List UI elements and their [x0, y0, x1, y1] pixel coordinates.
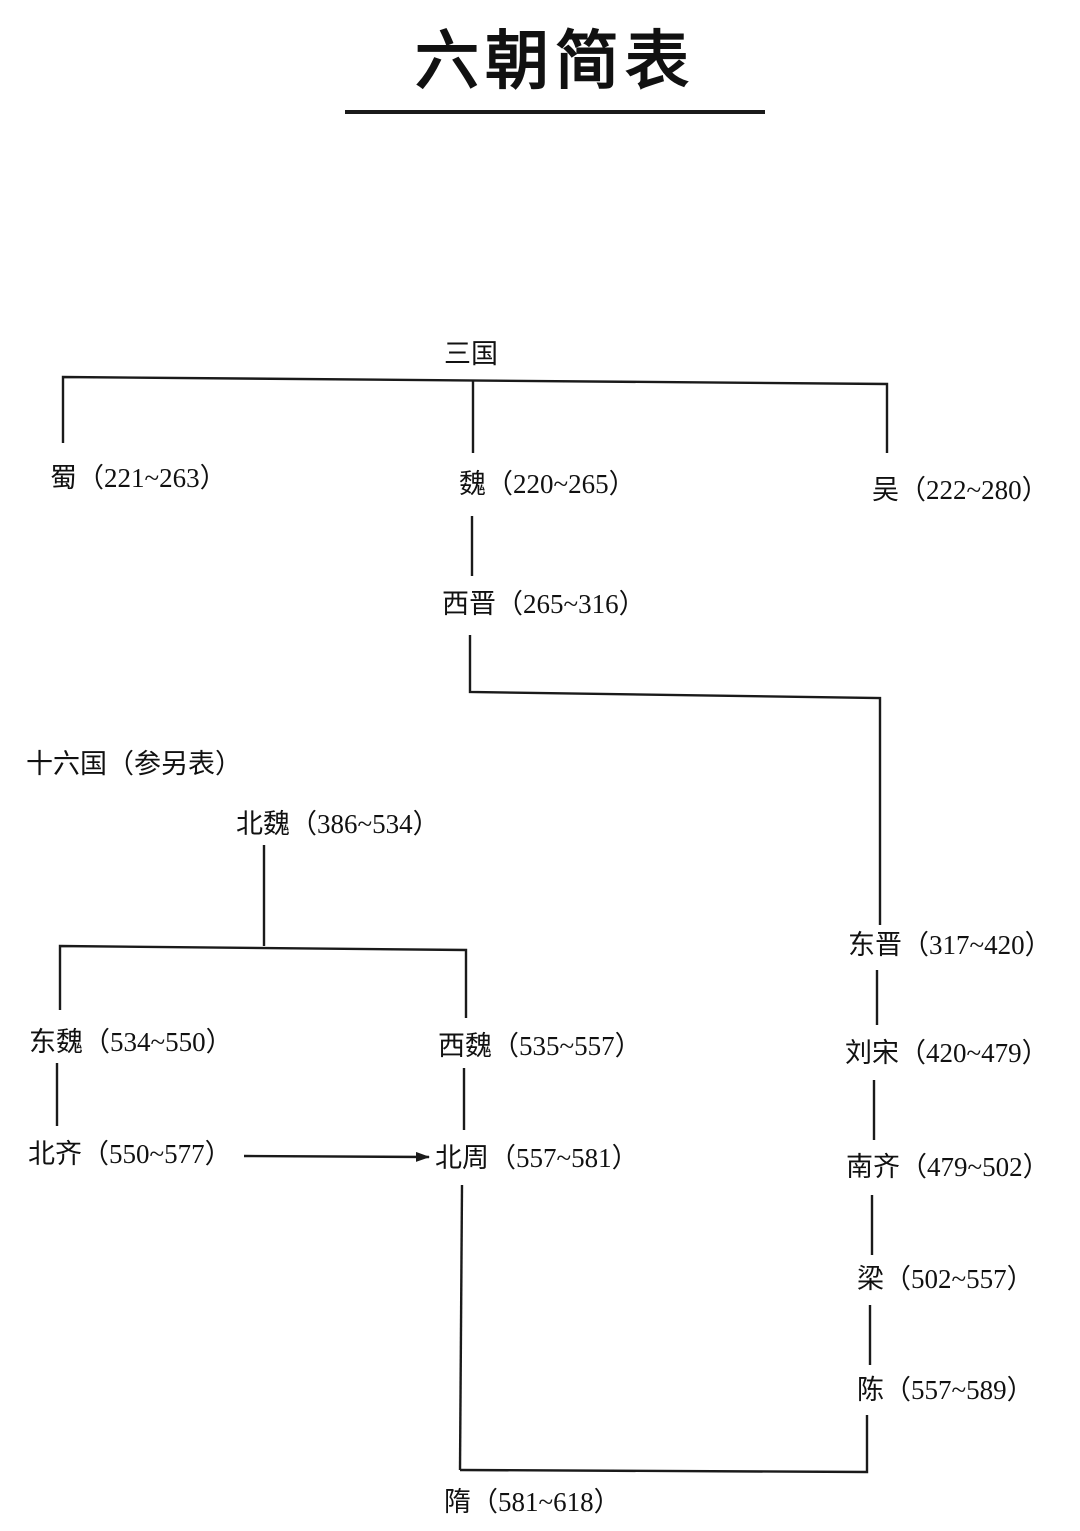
node-wu: 吴（222~280） [872, 473, 1049, 508]
node-wei: 魏（220~265） [459, 467, 636, 502]
line-xijin-dongjin [468, 635, 882, 925]
node-name: 吴 [872, 475, 899, 506]
node-name: 陈 [857, 1375, 884, 1406]
node-beizhou: 北周（557~581） [435, 1141, 639, 1176]
arrow-beiqi-beizhou [243, 1151, 430, 1162]
node-chen: 陈（557~589） [857, 1373, 1034, 1408]
node-years: （535~557） [492, 1031, 642, 1061]
node-xijin: 西晋（265~316） [442, 587, 646, 622]
line-chen-sui [459, 1415, 869, 1474]
title-underline [345, 110, 765, 114]
node-name: 东魏 [29, 1027, 83, 1058]
node-years: （317~420） [902, 930, 1052, 960]
node-name: 魏 [459, 469, 486, 500]
line-beiwei-bracket [58, 944, 468, 1018]
node-liusong: 刘宋（420~479） [845, 1036, 1049, 1071]
node-years: （221~263） [77, 463, 227, 493]
node-name: 北魏 [236, 809, 290, 840]
node-name: 梁 [857, 1264, 884, 1295]
node-name: 十六国 [26, 749, 107, 780]
node-shu: 蜀（221~263） [50, 461, 227, 496]
node-name: 隋 [444, 1487, 471, 1518]
node-sanguo: 三国 [444, 338, 498, 372]
node-name: 刘宋 [845, 1038, 899, 1069]
node-name: 蜀 [50, 463, 77, 494]
line-sanguo-bracket [61, 375, 889, 453]
node-years: （220~265） [486, 469, 636, 499]
node-years: （557~581） [489, 1143, 639, 1173]
node-years: （479~502） [900, 1152, 1050, 1182]
node-name: 南齐 [846, 1152, 900, 1183]
node-beiwei: 北魏（386~534） [236, 807, 440, 842]
node-name: 西魏 [438, 1031, 492, 1062]
node-years: （420~479） [899, 1038, 1049, 1068]
node-years: （534~550） [83, 1027, 233, 1057]
node-years: （557~589） [884, 1375, 1034, 1405]
node-years: （502~557） [884, 1264, 1034, 1294]
node-years: （386~534） [290, 809, 440, 839]
node-name: 东晋 [848, 930, 902, 961]
node-dongjin: 东晋（317~420） [848, 928, 1052, 963]
node-dongwei: 东魏（534~550） [29, 1025, 233, 1060]
node-years: （550~577） [82, 1139, 232, 1169]
node-years: （581~618） [471, 1487, 621, 1517]
line-beizhou-sui [458, 1184, 464, 1471]
page-title: 六朝简表 [415, 24, 695, 99]
node-sui: 隋（581~618） [444, 1485, 621, 1520]
node-xiwei: 西魏（535~557） [438, 1029, 642, 1064]
node-name: 北齐 [28, 1139, 82, 1170]
node-liang: 梁（502~557） [857, 1262, 1034, 1297]
node-years: （222~280） [899, 475, 1049, 505]
node-years: （参另表） [107, 749, 242, 779]
node-beiqi: 北齐（550~577） [28, 1137, 232, 1172]
node-name: 西晋 [442, 589, 496, 620]
node-nanqi: 南齐（479~502） [846, 1150, 1050, 1185]
node-shiliuguo: 十六国（参另表） [26, 747, 242, 782]
node-name: 三国 [444, 339, 498, 370]
node-name: 北周 [435, 1143, 489, 1174]
node-years: （265~316） [496, 589, 646, 619]
